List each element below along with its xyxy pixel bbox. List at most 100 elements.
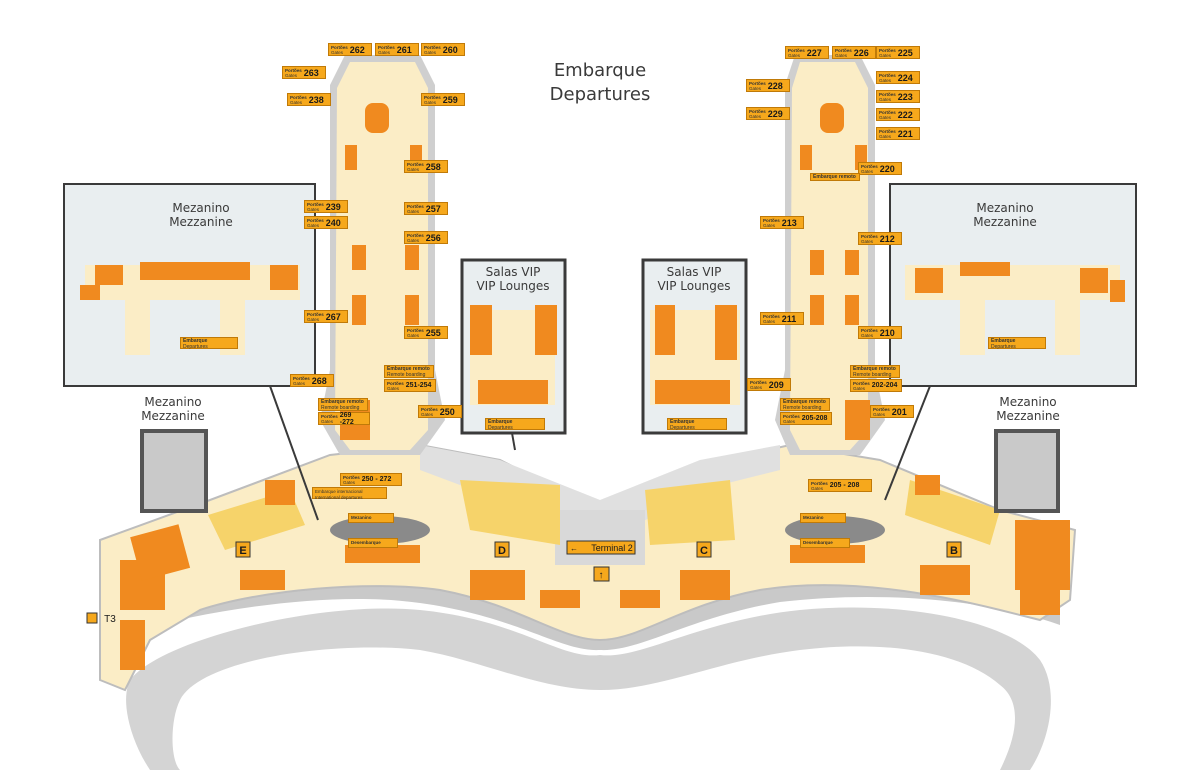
terminal-2-arrow-icon: ←	[570, 544, 578, 553]
gate-269-272-number: 269 -272	[339, 411, 354, 426]
mezzanine-plan-left	[85, 265, 300, 355]
gate-212-number: 212	[879, 233, 895, 244]
up-arrow-icon: ↑	[599, 570, 604, 581]
gate-221-number: 221	[897, 128, 913, 139]
gate-256-number: 256	[425, 232, 441, 243]
gate-213-number: 213	[781, 217, 797, 228]
gate-260-number: 260	[442, 44, 458, 55]
gate-259-number: 259	[442, 94, 458, 105]
gate-262-number: 262	[349, 44, 365, 55]
vip-right-title-pt: Salas VIP	[667, 265, 722, 279]
terminal-3-label: T3	[104, 614, 116, 625]
vip-right-title-en: VIP Lounges	[657, 279, 730, 293]
gate-257-number: 257	[425, 203, 441, 214]
arrivals-tag-right[interactable]: Desembarque	[800, 538, 850, 548]
main-terminal	[99, 443, 1077, 692]
checkin-c: C	[700, 545, 708, 557]
gate-240-number: 240	[325, 217, 341, 228]
gate-229-number: 229	[767, 108, 783, 119]
mezzanine-plan-right	[905, 265, 1120, 355]
terminal-3-sign[interactable]	[86, 612, 98, 624]
remote-boarding-right-top[interactable]: Embarque remoto	[810, 173, 860, 181]
gate-226-number: 226	[853, 47, 869, 58]
mezzanine-left-title-pt: Mezanino	[172, 201, 229, 215]
mezzanine-small-left-pt: Mezanino	[144, 395, 201, 409]
gate-222-number: 222	[897, 109, 913, 120]
terminal-2-sign[interactable]	[566, 540, 636, 555]
vip-lounges-right	[655, 305, 737, 404]
gate-225-number: 225	[897, 47, 913, 58]
vip-lounges-left	[470, 305, 557, 404]
gate-224-number: 224	[897, 72, 913, 83]
vip-left-title-pt: Salas VIP	[486, 265, 541, 279]
mezzanine-tag-right[interactable]: Mezanino	[800, 513, 846, 523]
mezzanine-shops-left	[80, 262, 298, 300]
mezzanine-right-title-en: Mezzanine	[973, 215, 1037, 229]
mezzanine-void-left	[330, 516, 430, 544]
checkin-island-c	[645, 480, 735, 545]
arrivals-tag-left[interactable]: Desembarque	[348, 538, 398, 548]
mezzanine-tag-left[interactable]: Mezanino	[348, 513, 394, 523]
gate-268-number: 268	[311, 375, 327, 386]
gate-223-number: 223	[897, 91, 913, 102]
mezzanine-small-left-en: Mezzanine	[141, 409, 205, 423]
gate-250-number: 250	[439, 406, 455, 417]
checkin-d: D	[498, 545, 506, 557]
gate-220-number: 220	[879, 163, 895, 174]
pier-left-inner	[335, 62, 428, 450]
checkin-island-d	[460, 480, 560, 545]
gate-228-number: 228	[767, 80, 783, 91]
gate-238-number: 238	[308, 94, 324, 105]
gate-211-number: 211	[781, 313, 797, 324]
map-title-pt: Embarque	[553, 60, 647, 81]
gate-202-204-number: 202-204	[871, 382, 898, 389]
checkin-island-b	[905, 480, 1000, 545]
